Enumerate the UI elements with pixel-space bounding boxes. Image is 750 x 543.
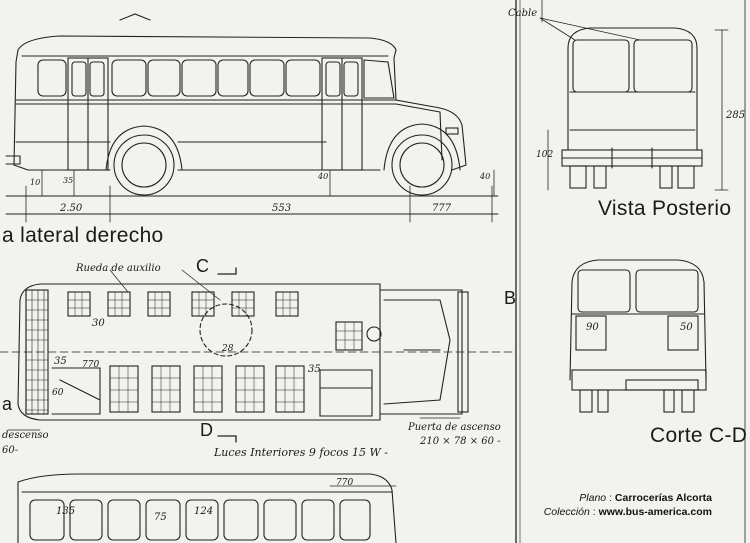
cable-label: Cable [508,8,538,19]
rear-view-title: Vista Posterio [598,197,732,220]
credit-coleccion-line: Colección : www.bus-america.com [543,506,712,518]
dim-60-plan: 60 [52,388,64,398]
dim-30: 30 [92,318,105,329]
dim-75: 75 [154,512,167,523]
dim-250: 2.50 [60,203,83,214]
dim-28: 28 [222,344,234,354]
dim-770-plan: 770 [82,360,100,370]
credit-coleccion-label: Colección [543,506,590,518]
puerta-ascenso-label: Puerta de ascenso [408,422,501,433]
dim-40-mid: 40 [318,172,329,181]
dim-124: 124 [194,506,214,517]
dim-770-lower: 770 [336,478,354,488]
side-elevation [5,13,499,223]
dim-35-plan-right: 35 [308,364,321,375]
credit-plano-value: Carrocerías Alcorta [614,492,712,504]
dim-35-plan-left: 35 [54,356,67,367]
section-d-marker: D [200,420,213,440]
side-view-title: a lateral derecho [2,224,164,247]
section-title: Corte C-D [650,424,748,447]
credit-plano-label: Plano [579,492,607,504]
dim-553: 553 [272,203,292,214]
dim-777: 777 [432,203,452,214]
section-c-marker: C [196,256,209,276]
credit-block: Plano : Carrocerías Alcorta Colección : … [512,491,712,519]
descenso-label: descenso [2,430,49,441]
credit-plano-line: Plano : Carrocerías Alcorta [579,492,712,504]
section-cd [569,259,707,413]
credit-coleccion-value: www.bus-america.com [598,506,712,518]
luces-label: Luces Interiores 9 focos 15 W - [214,446,388,459]
lower-side-elevation [17,473,397,543]
rueda-auxilio-label: Rueda de auxilio [76,263,161,274]
descenso-dim: 60- [2,445,19,456]
section-b-marker: B [504,288,517,308]
dim-285: 285 [726,110,746,121]
dim-90: 90 [586,322,599,333]
dim-135: 135 [56,506,76,517]
side-a-marker: a [2,394,13,414]
dim-10: 10 [30,178,41,187]
dim-102: 102 [536,150,554,160]
dim-35-side: 35 [63,176,74,185]
plan-view [0,267,517,443]
rear-view [539,0,729,191]
puerta-ascenso-dims: 210 × 78 × 60 - [420,436,501,447]
dim-40-front: 40 [480,172,491,181]
dim-50: 50 [680,322,693,333]
